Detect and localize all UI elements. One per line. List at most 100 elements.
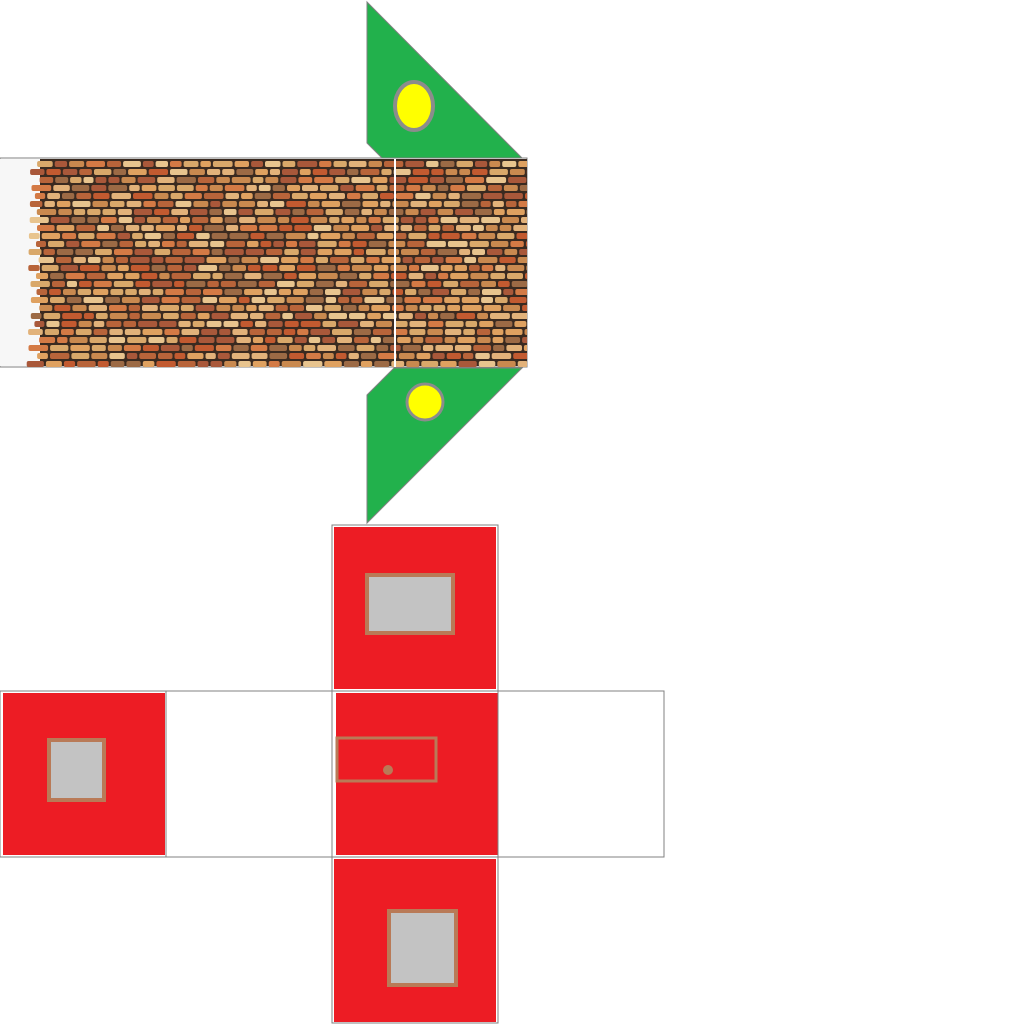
- brick: [440, 265, 453, 271]
- brick: [405, 305, 418, 311]
- brick: [359, 273, 372, 279]
- brick: [224, 217, 238, 223]
- brick: [155, 225, 175, 231]
- brick: [29, 217, 49, 223]
- brick: [497, 233, 515, 239]
- brick: [273, 241, 284, 247]
- brick: [270, 201, 285, 207]
- brick: [405, 161, 425, 167]
- brick: [41, 233, 61, 239]
- brick: [192, 249, 210, 255]
- brick: [236, 169, 254, 175]
- brick: [440, 217, 458, 223]
- brick: [526, 265, 527, 271]
- red-face-center: [331, 690, 499, 858]
- brick: [108, 177, 120, 183]
- brick: [180, 313, 196, 319]
- brick: [394, 321, 408, 327]
- brick: [119, 241, 133, 247]
- brick: [66, 281, 77, 287]
- brick: [420, 209, 436, 215]
- brick: [115, 257, 128, 263]
- brick: [206, 257, 227, 263]
- brick: [41, 265, 59, 271]
- brick: [376, 345, 389, 351]
- brick: [178, 321, 191, 327]
- brick: [337, 265, 350, 271]
- brick: [174, 353, 186, 359]
- brick: [125, 289, 137, 295]
- brick: [459, 249, 471, 255]
- brick: [486, 177, 507, 183]
- brick: [465, 321, 478, 327]
- brick: [241, 257, 259, 263]
- brick: [152, 289, 164, 295]
- brick: [29, 201, 43, 207]
- brick: [362, 201, 379, 207]
- brick: [181, 297, 201, 303]
- brick: [347, 193, 361, 199]
- brick: [285, 233, 306, 239]
- brick: [481, 265, 494, 271]
- brick: [321, 201, 340, 207]
- brick: [78, 321, 92, 327]
- brick: [523, 345, 527, 351]
- brick: [510, 241, 524, 247]
- brick: [492, 201, 504, 207]
- brick: [495, 297, 508, 303]
- brick: [303, 345, 316, 351]
- brick: [86, 161, 105, 167]
- brick: [56, 201, 71, 207]
- brick: [435, 345, 453, 351]
- brick: [444, 337, 456, 343]
- brick: [219, 265, 231, 271]
- brick: [517, 257, 527, 263]
- brick: [461, 201, 479, 207]
- brick: [526, 209, 527, 215]
- brick: [209, 209, 222, 215]
- brick: [428, 321, 444, 327]
- brick: [142, 305, 158, 311]
- brick: [177, 225, 187, 231]
- brick: [313, 225, 332, 231]
- brick: [368, 241, 387, 247]
- brick: [154, 249, 171, 255]
- brick: [277, 337, 293, 343]
- brick: [348, 353, 359, 359]
- brick: [244, 273, 262, 279]
- brick: [296, 281, 315, 287]
- brick: [524, 329, 527, 335]
- brick: [165, 289, 184, 295]
- brick: [54, 161, 68, 167]
- brick: [414, 257, 431, 263]
- brick: [443, 281, 459, 287]
- brick: [50, 217, 70, 223]
- brick: [366, 249, 386, 255]
- brick: [226, 225, 239, 231]
- brick: [162, 241, 175, 247]
- brick: [428, 225, 441, 231]
- brick: [102, 241, 118, 247]
- brick: [70, 345, 90, 351]
- brick: [335, 353, 347, 359]
- brick: [392, 201, 409, 207]
- brick: [87, 217, 99, 223]
- brick: [511, 313, 527, 319]
- red-face-left: [0, 690, 167, 858]
- brick: [317, 249, 333, 255]
- brick: [489, 161, 501, 167]
- brick: [263, 273, 283, 279]
- brick: [92, 201, 108, 207]
- brick: [294, 225, 312, 231]
- brick: [179, 337, 197, 343]
- brick: [110, 289, 124, 295]
- brick: [130, 257, 150, 263]
- brick: [502, 217, 519, 223]
- brick: [289, 353, 305, 359]
- brick: [297, 265, 316, 271]
- brick: [181, 329, 200, 335]
- brick: [73, 209, 86, 215]
- brick: [481, 297, 493, 303]
- brick: [511, 281, 527, 287]
- brick: [432, 289, 449, 295]
